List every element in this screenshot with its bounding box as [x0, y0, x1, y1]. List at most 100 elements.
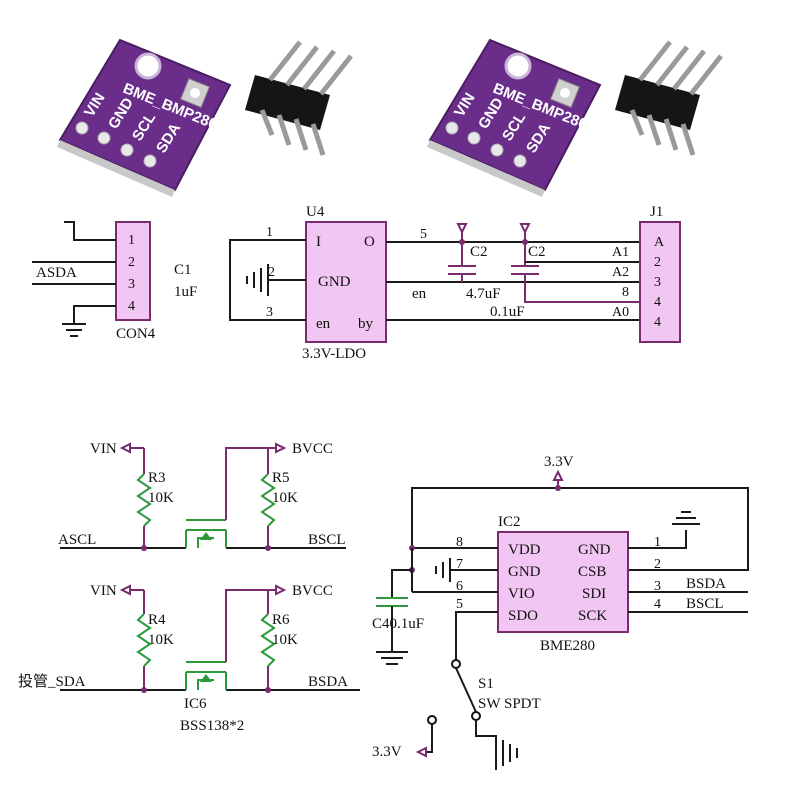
c2b-value: 0.1uF — [490, 304, 525, 320]
mount-hole — [504, 52, 532, 80]
connector-con4: 1 2 3 4 CON4 ASDA — [32, 221, 156, 342]
sensor-board-left: BME_BMP280 VIN GND SCL SDA — [57, 38, 232, 197]
u4-num-1: 1 — [266, 225, 273, 240]
c2a-ref: C2 — [470, 244, 488, 260]
cap-c2b: C2 0.1uF — [490, 223, 640, 320]
j1-net-a1: A1 — [612, 245, 629, 260]
pin-num-5: 5 — [456, 597, 463, 612]
s1-type: SW SPDT — [478, 696, 541, 712]
bme280-section: 3.3V IC2 BME280 VDD GND VIO SDO GND CSB … — [372, 454, 749, 770]
j1-net-8: 8 — [622, 285, 629, 300]
u4-name: 3.3V-LDO — [302, 346, 366, 362]
c1-value: 1uF — [174, 284, 197, 300]
c2b-ref: C2 — [528, 244, 546, 260]
u4-ref: U4 — [306, 204, 325, 220]
pin-num-3: 3 — [654, 579, 661, 594]
u4-pin-o: O — [364, 234, 375, 250]
bme-bscl-label: BSCL — [686, 596, 724, 612]
u4-num-2: 2 — [268, 265, 275, 280]
net-label-asda: ASDA — [36, 265, 77, 281]
sensor-board-right: BME_BMP280 VIN GND SCL SDA — [427, 38, 602, 197]
r3-ref: R3 — [148, 470, 166, 486]
pin-sdi: SDI — [582, 586, 606, 602]
pin-vio: VIO — [508, 586, 535, 602]
c2a-value: 4.7uF — [466, 286, 501, 302]
bvcc-label-2: BVCC — [292, 583, 333, 599]
pin-num-6: 6 — [456, 579, 463, 594]
u4-pin-gnd: GND — [318, 274, 351, 290]
bme280-body — [497, 531, 629, 633]
r6-ref: R6 — [272, 612, 290, 628]
c1-ref: C1 — [174, 262, 192, 278]
con4-pin-3: 3 — [128, 277, 135, 292]
pin-gnd-left: GND — [508, 564, 541, 580]
connector-j1: J1 A 2 3 4 4 A1 A2 8 A0 — [612, 204, 681, 343]
r5-ref: R5 — [272, 470, 290, 486]
pin-num-8: 8 — [456, 535, 463, 550]
pin-gnd-right: GND — [578, 542, 611, 558]
con4-body — [115, 221, 151, 321]
u4-num-5: 5 — [420, 227, 427, 242]
bme-bsda-label: BSDA — [686, 576, 726, 592]
pin-csb: CSB — [578, 564, 606, 580]
j1-pin-3: 3 — [654, 275, 661, 290]
r4-value: 10K — [148, 632, 174, 648]
v33-label-bottom: 3.3V — [372, 744, 402, 760]
con4-pin-2: 2 — [128, 255, 135, 270]
j1-net-a0: A0 — [612, 305, 629, 320]
c4-label: C40.1uF — [372, 616, 424, 632]
pin-num-2: 2 — [654, 557, 661, 572]
j1-ref: J1 — [650, 204, 663, 220]
r6-value: 10K — [272, 632, 298, 648]
u4-pin-by: by — [358, 316, 374, 332]
switch-s1: 3.3V S1 SW SPDT — [372, 659, 541, 770]
s1-ref: S1 — [478, 676, 494, 692]
con4-pin-4: 4 — [128, 299, 135, 314]
u4-pin-i: I — [316, 234, 321, 250]
u4-en-net: en — [412, 286, 427, 302]
r5-value: 10K — [272, 490, 298, 506]
vin-label-2: VIN — [90, 583, 117, 599]
level-shifter-top: VIN R3 10K BVCC R5 10K ASCL BSCL — [58, 441, 346, 551]
ascl-label: ASCL — [58, 532, 96, 548]
j1-pin-2: 2 — [654, 255, 661, 270]
v33-label-top: 3.3V — [544, 454, 574, 470]
asda-label: 投管_SDA — [18, 673, 86, 690]
pin-header-right — [615, 40, 723, 156]
ic6-ref: IC6 — [184, 696, 207, 712]
ic2-ref: IC2 — [498, 514, 521, 530]
pin-vdd: VDD — [508, 542, 541, 558]
bsda-label: BSDA — [308, 674, 348, 690]
j1-net-a2: A2 — [612, 265, 629, 280]
pin-header-left — [245, 40, 353, 156]
j1-pin-4a: 4 — [654, 295, 661, 310]
u4-num-3: 3 — [266, 305, 273, 320]
mosfet-q-top — [185, 500, 227, 548]
bss138-part: BSS138*2 — [180, 718, 244, 734]
bscl-label: BSCL — [308, 532, 346, 548]
cap-c2a: C2 4.7uF — [448, 223, 501, 302]
u4-body — [305, 221, 387, 343]
mosfet-q-bottom — [185, 640, 227, 690]
vin-label-1: VIN — [90, 441, 117, 457]
con4-pin-1: 1 — [128, 233, 135, 248]
j1-pin-4b: 4 — [654, 315, 661, 330]
mount-hole — [134, 52, 162, 80]
j1-body — [639, 221, 681, 343]
pin-sck: SCK — [578, 608, 607, 624]
r4-ref: R4 — [148, 612, 166, 628]
j1-pin-a: A — [654, 235, 665, 250]
ldo-u4: U4 I O GND en by 3.3V-LDO 1 3 2 5 en — [229, 204, 640, 362]
level-shifter-bottom: VIN R4 10K BVCC R6 10K 投管_SDA BSDA IC6 B… — [18, 583, 360, 734]
pin-num-7: 7 — [456, 557, 463, 572]
r3-value: 10K — [148, 490, 174, 506]
bme280-name: BME280 — [540, 638, 595, 654]
pin-num-4: 4 — [654, 597, 661, 612]
bvcc-label-1: BVCC — [292, 441, 333, 457]
u4-pin-en: en — [316, 316, 331, 332]
pin-num-1: 1 — [654, 535, 661, 550]
cap-c4: C40.1uF — [372, 569, 424, 665]
con4-ref: CON4 — [116, 326, 156, 342]
pin-sdo: SDO — [508, 608, 538, 624]
